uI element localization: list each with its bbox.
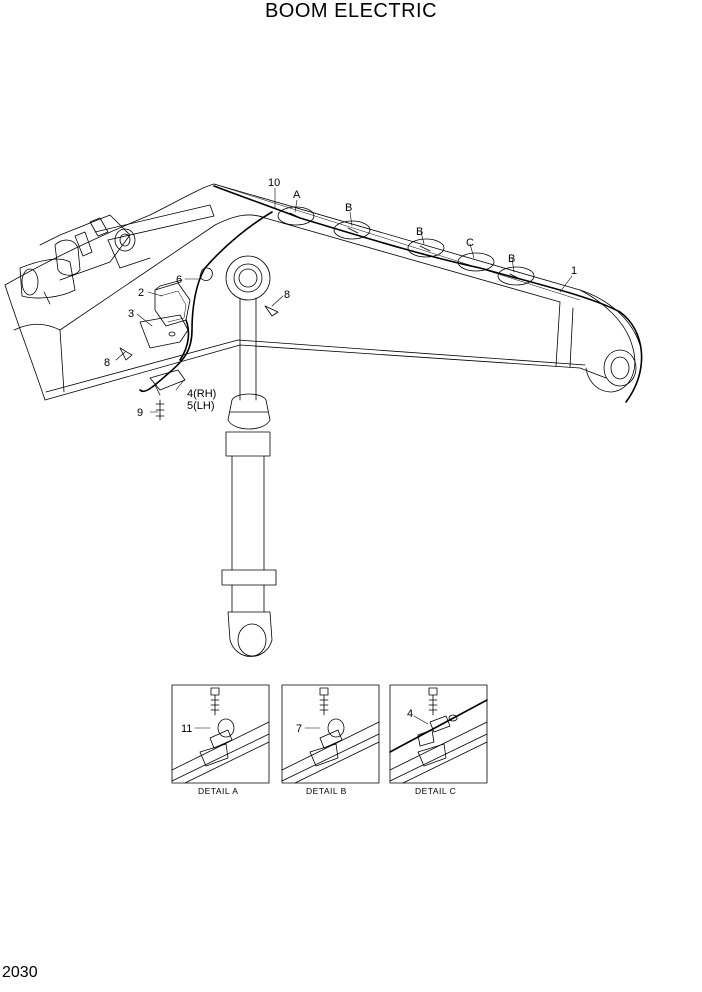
callout-8: 8 <box>284 289 290 301</box>
harness-clips <box>277 206 535 286</box>
callout-labels: 10 A B B C B 1 6 8 2 3 8 4(RH) 5(LH) 9 <box>104 177 577 419</box>
callout-4-rh: 4(RH) <box>187 388 216 400</box>
callout-9: 9 <box>137 407 143 419</box>
page-number: 2030 <box>2 964 38 981</box>
callout-detail-b: B <box>416 226 423 238</box>
callout-detail-c: C <box>466 237 474 249</box>
callout-1: 1 <box>571 265 577 277</box>
work-light <box>119 267 279 421</box>
callout-detail-a: A <box>293 189 301 201</box>
detail-c: 4 DETAIL C <box>389 684 488 796</box>
callout-11: 11 <box>181 723 192 735</box>
boom-cylinder <box>221 255 277 657</box>
callout-5-lh: 5(LH) <box>187 400 215 412</box>
callout-detail-b: B <box>508 253 515 265</box>
detail-a: 11 DETAIL A <box>171 684 270 796</box>
boom-arm <box>4 183 641 401</box>
leader-lines <box>115 187 573 413</box>
callout-3: 3 <box>128 308 134 320</box>
callout-detail-b: B <box>345 202 352 214</box>
detail-b-caption: DETAIL B <box>306 786 347 796</box>
callout-8: 8 <box>104 357 110 369</box>
callout-4: 4 <box>407 708 413 720</box>
wire-harness <box>139 185 643 403</box>
detail-a-caption: DETAIL A <box>198 786 238 796</box>
callout-7: 7 <box>296 723 302 735</box>
detail-c-caption: DETAIL C <box>415 786 456 796</box>
callout-6: 6 <box>176 274 182 286</box>
detail-b: 7 DETAIL B <box>281 684 380 796</box>
callout-2: 2 <box>138 287 144 299</box>
callout-10: 10 <box>268 177 280 189</box>
page-title: BOOM ELECTRIC <box>264 0 438 22</box>
